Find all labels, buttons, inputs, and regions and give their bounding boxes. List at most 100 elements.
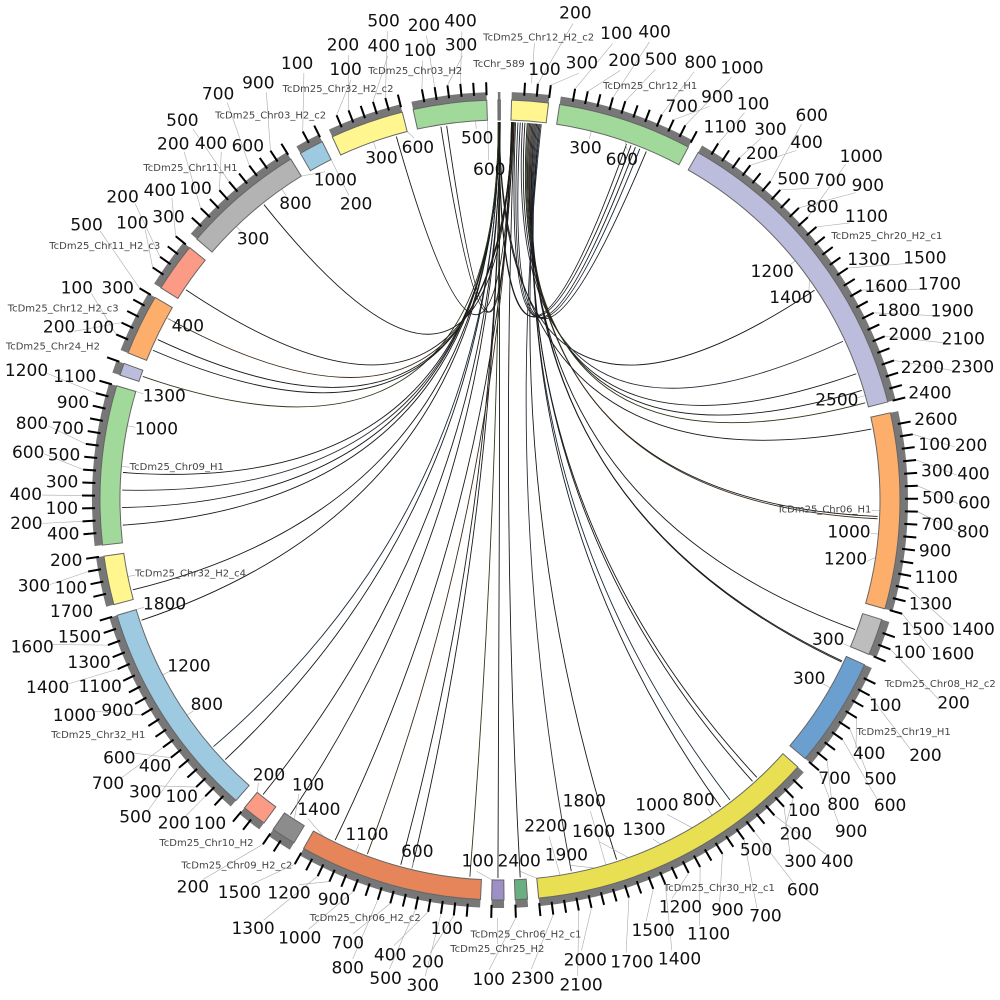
segment-TcDm25_Chr25_H2[interactable] <box>491 879 505 901</box>
tick-mark <box>731 157 741 169</box>
tick-mark <box>867 323 880 331</box>
segment-TcDm25_Chr03_H2[interactable] <box>412 99 488 130</box>
label-leader <box>855 717 858 749</box>
label-leader <box>884 335 943 343</box>
tick-mark <box>258 157 269 170</box>
label-leader <box>577 910 580 976</box>
label-leader <box>590 811 607 866</box>
tick-label: 1400 <box>26 678 69 698</box>
tick-mark <box>446 85 451 99</box>
tick-mark <box>372 101 378 115</box>
segment-TcDm25_Chr08_H2_c2[interactable] <box>849 612 883 656</box>
segment-TcDm25_Chr24_H2[interactable] <box>119 362 144 383</box>
tick-mark <box>855 300 869 309</box>
tick-mark <box>85 442 99 447</box>
segment-TcDm25_Chr03_H2_c2[interactable] <box>299 141 332 172</box>
tick-mark <box>175 235 187 246</box>
tick-mark <box>523 82 526 96</box>
segment-name-label: TcDm25_Chr32_H2_c2 <box>282 84 394 95</box>
tick-label: 100 <box>116 214 148 234</box>
tick-label: 100 <box>431 919 463 939</box>
segment-TcDm25_Chr11_H2_c3[interactable] <box>160 246 206 300</box>
label-leader <box>550 72 580 86</box>
segment-TcDm25_Chr32_H1[interactable] <box>116 609 250 802</box>
label-leader <box>227 102 250 166</box>
segment-TcDm25_Chr12_H1[interactable] <box>556 103 690 166</box>
label-leader <box>263 875 318 921</box>
tick-mark <box>904 471 918 475</box>
tick-mark <box>293 852 303 865</box>
segment-TcDm25_Chr12_H2_c3[interactable] <box>127 296 174 361</box>
tick-label: 1400 <box>769 288 812 308</box>
label-leader <box>47 425 86 445</box>
segment-TcDm25_Chr06_H2_c2[interactable] <box>302 830 482 901</box>
tick-mark <box>635 880 643 894</box>
tick-label: 200 <box>158 813 190 833</box>
tick-mark <box>678 124 687 138</box>
segment-TcDm25_Chr32_H2_c2[interactable] <box>331 111 408 156</box>
segment-band <box>515 899 529 908</box>
tick-label: 1800 <box>143 594 186 614</box>
label-leader <box>186 710 194 716</box>
segment-TcDm25_Chr11_H1[interactable] <box>196 158 302 253</box>
tick-mark <box>209 198 220 210</box>
segment-name-label: TcDm25_Chr30_H2_c1 <box>663 883 775 894</box>
segment-TcDm25_Chr19_H1[interactable] <box>789 655 866 760</box>
tick-mark <box>213 795 225 807</box>
segment-TcDm25_Chr09_H1[interactable] <box>99 385 137 546</box>
label-leader <box>120 747 164 779</box>
tick-label: 500 <box>166 111 198 131</box>
tick-label: 1000 <box>840 147 883 167</box>
tick-label: 1100 <box>703 118 746 138</box>
tick-label: 900 <box>852 176 884 196</box>
tick-label: 600 <box>12 443 44 463</box>
tick-mark <box>414 896 420 910</box>
tick-label: 200 <box>780 825 812 845</box>
tick-label: 1400 <box>297 800 340 820</box>
tick-mark <box>87 568 102 573</box>
segment-band <box>296 134 323 154</box>
tick-mark <box>897 420 911 425</box>
segment-TcDm25_Chr30_H2_c1[interactable] <box>536 752 799 899</box>
tick-label: 1300 <box>622 820 665 840</box>
tick-label: 700 <box>202 84 234 104</box>
tick-label: 700 <box>921 515 953 535</box>
label-leader <box>330 159 350 196</box>
segment-TcDm25_Chr32_H2_c4[interactable] <box>103 552 134 606</box>
segment-TcDm25_Chr12_H2_c2[interactable] <box>510 99 550 124</box>
segment-TcDm25_Chr06_H1[interactable] <box>865 412 901 610</box>
label-leader <box>847 263 907 269</box>
tick-label: 300 <box>46 472 78 492</box>
segment-name-label: TcDm25_Chr19_H1 <box>856 727 951 738</box>
segment-TcDm25_Chr20_H2_c1[interactable] <box>687 151 889 408</box>
tick-label: 200 <box>157 135 189 155</box>
label-leader <box>202 843 264 880</box>
segment-TcDm25_Chr10_H2[interactable] <box>243 791 277 824</box>
tick-label: 1800 <box>877 301 920 321</box>
tick-label: 100 <box>737 94 769 114</box>
tick-mark <box>761 180 772 192</box>
label-leader <box>385 31 388 99</box>
label-leader <box>475 120 477 129</box>
tick-mark <box>170 748 182 759</box>
tick-mark <box>599 891 606 906</box>
segment-TcDm25_Chr06_H2_c1[interactable] <box>513 878 529 901</box>
label-leader <box>42 521 83 524</box>
label-leader <box>293 793 300 820</box>
segment-band <box>411 92 487 110</box>
tick-label: 700 <box>51 419 83 439</box>
tick-label: 900 <box>57 393 89 413</box>
segment-TcChr_589[interactable] <box>497 99 501 121</box>
tick-mark <box>792 778 804 790</box>
tick-label: 1000 <box>314 170 357 190</box>
tick-label: 1200 <box>5 361 48 381</box>
segment-TcDm25_Chr09_H2_c2[interactable] <box>272 812 305 844</box>
tick-mark <box>877 643 891 651</box>
tick-mark <box>128 685 141 694</box>
segment-band <box>328 104 403 137</box>
segment-name-label: TcDm25_Chr06_H1 <box>776 505 871 516</box>
segment-name-label: TcDm25_Chr11_H1 <box>142 163 237 174</box>
tick-mark <box>167 245 179 256</box>
tick-label: 200 <box>177 877 209 897</box>
segment-name-label: TcDm25_Chr32_H2_c4 <box>134 568 246 579</box>
